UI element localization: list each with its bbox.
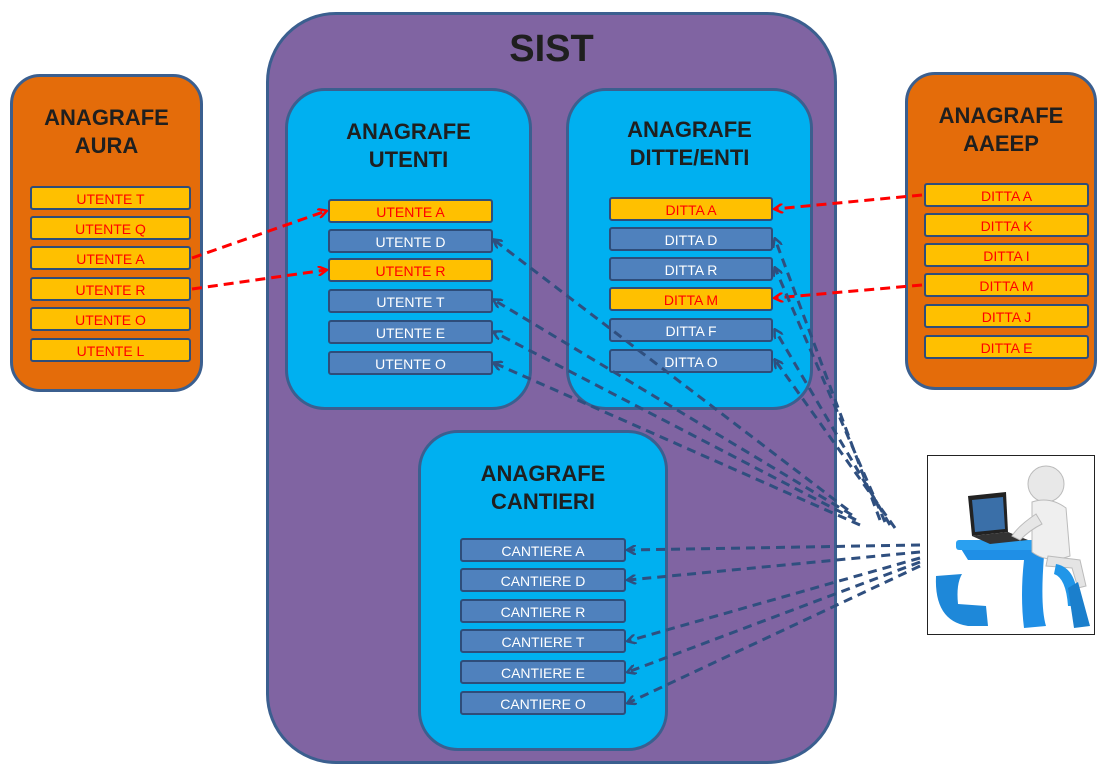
anagrafe-aura-title-line2: AURA bbox=[74, 132, 139, 158]
aaeep-item: DITTA J bbox=[924, 304, 1089, 328]
ditte-item: DITTA O bbox=[609, 349, 773, 373]
aura-item: UTENTE T bbox=[30, 186, 191, 210]
anagrafe-utenti-title-line1: ANAGRAFE bbox=[346, 119, 471, 144]
aaeep-item: DITTA M bbox=[924, 273, 1089, 297]
aaeep-item: DITTA I bbox=[924, 243, 1089, 267]
anagrafe-ditte-title: ANAGRAFE DITTE/ENTI bbox=[566, 116, 813, 171]
utenti-item: UTENTE E bbox=[328, 320, 493, 344]
anagrafe-aura-title-line1: ANAGRAFE bbox=[44, 105, 169, 130]
aura-item: UTENTE O bbox=[30, 307, 191, 331]
utenti-item: UTENTE O bbox=[328, 351, 493, 375]
cantieri-item: CANTIERE T bbox=[460, 629, 626, 653]
cantieri-item: CANTIERE A bbox=[460, 538, 626, 562]
aaeep-item: DITTA A bbox=[924, 183, 1089, 207]
anagrafe-aaeep-title: ANAGRAFE AAEEP bbox=[905, 102, 1097, 157]
anagrafe-aaeep-title-line1: ANAGRAFE bbox=[938, 103, 1064, 128]
anagrafe-aura-title: ANAGRAFE AURA bbox=[10, 104, 203, 159]
cantieri-item: CANTIERE E bbox=[460, 660, 626, 684]
utenti-item: UTENTE R bbox=[328, 258, 493, 282]
ditte-item: DITTA M bbox=[609, 287, 773, 311]
anagrafe-ditte-title-line1: ANAGRAFE bbox=[627, 117, 752, 142]
user-workstation bbox=[927, 455, 1095, 635]
aura-item: UTENTE Q bbox=[30, 216, 191, 240]
sist-title: SIST bbox=[509, 28, 594, 70]
aura-item: UTENTE A bbox=[30, 246, 191, 270]
ditte-item: DITTA D bbox=[609, 227, 773, 251]
utenti-item: UTENTE T bbox=[328, 289, 493, 313]
ditte-item: DITTA F bbox=[609, 318, 773, 342]
ditte-item: DITTA R bbox=[609, 257, 773, 281]
anagrafe-utenti-title-line2: UTENTI bbox=[368, 146, 449, 172]
person-at-laptop-icon bbox=[935, 465, 1090, 628]
aura-item: UTENTE R bbox=[30, 277, 191, 301]
anagrafe-utenti-title: ANAGRAFE UTENTI bbox=[285, 118, 532, 173]
anagrafe-aaeep-title-line2: AAEEP bbox=[963, 130, 1039, 156]
aaeep-item: DITTA E bbox=[924, 335, 1089, 359]
utenti-item: UTENTE A bbox=[328, 199, 493, 223]
cantieri-item: CANTIERE D bbox=[460, 568, 626, 592]
anagrafe-ditte-title-line2: DITTE/ENTI bbox=[629, 144, 750, 170]
anagrafe-cantieri-title-line2: CANTIERI bbox=[491, 488, 595, 514]
anagrafe-cantieri-title: ANAGRAFE CANTIERI bbox=[418, 460, 668, 515]
ditte-item: DITTA A bbox=[609, 197, 773, 221]
cantieri-item: CANTIERE R bbox=[460, 599, 626, 623]
cantieri-item: CANTIERE O bbox=[460, 691, 626, 715]
utenti-item: UTENTE D bbox=[328, 229, 493, 253]
anagrafe-cantieri-title-line1: ANAGRAFE bbox=[480, 461, 606, 486]
aaeep-item: DITTA K bbox=[924, 213, 1089, 237]
aura-item: UTENTE L bbox=[30, 338, 191, 362]
